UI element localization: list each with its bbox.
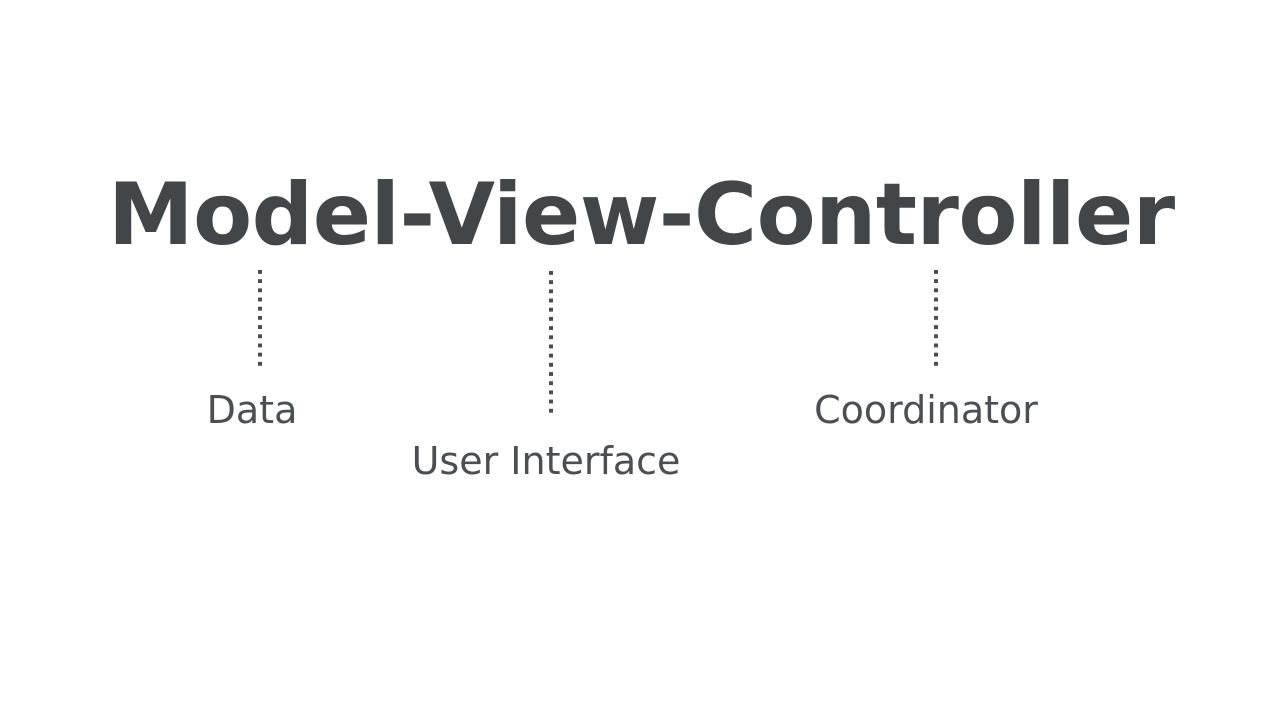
dotted-connector-controller <box>934 270 938 366</box>
label-view-user-interface: User Interface <box>411 439 681 483</box>
dotted-connector-view <box>549 271 553 418</box>
page-title: Model-View-Controller <box>108 165 1175 265</box>
label-model-data: Data <box>206 388 298 432</box>
label-controller-coordinator: Coordinator <box>814 388 1038 432</box>
dotted-connector-model <box>258 270 262 366</box>
